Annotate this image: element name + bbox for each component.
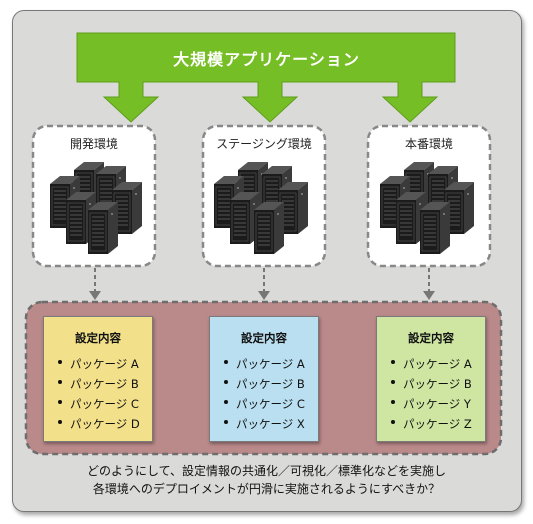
package-item: パッケージ B xyxy=(391,374,485,394)
connector-arrows xyxy=(94,268,430,292)
package-item: パッケージ A xyxy=(391,354,485,374)
package-item: パッケージ B xyxy=(58,374,152,394)
connector-arrowheads xyxy=(89,291,435,300)
config-card-dev: 設定内容 パッケージ A パッケージ B パッケージ C パッケージ D xyxy=(43,316,153,442)
config-card-staging: 設定内容 パッケージ A パッケージ B パッケージ C パッケージ X xyxy=(209,316,319,442)
package-item: パッケージ X xyxy=(224,414,318,434)
question-line-1: どのようにして、設定情報の共通化／可視化／標準化などを実施し xyxy=(86,464,447,478)
env-label-staging: ステージング環境 xyxy=(216,137,312,151)
question-text: どのようにして、設定情報の共通化／可視化／標準化などを実施し 各環境へのデプロイ… xyxy=(0,462,533,498)
package-item: パッケージ Z xyxy=(391,414,485,434)
package-item: パッケージ C xyxy=(58,394,152,414)
green-arrow xyxy=(76,32,456,123)
config-card-title: 設定内容 xyxy=(75,331,121,345)
package-item: パッケージ Y xyxy=(391,394,485,414)
config-card-production: 設定内容 パッケージ A パッケージ B パッケージ Y パッケージ Z xyxy=(376,316,486,442)
package-item: パッケージ A xyxy=(224,354,318,374)
package-item: パッケージ D xyxy=(58,414,152,434)
package-item: パッケージ A xyxy=(58,354,152,374)
app-title: 大規模アプリケーション xyxy=(173,50,360,69)
config-card-title: 設定内容 xyxy=(241,331,287,345)
question-line-2: 各環境へのデプロイメントが円滑に実施されるようにすべきか？ xyxy=(92,482,441,496)
env-label-production: 本番環境 xyxy=(404,137,453,151)
config-card-title: 設定内容 xyxy=(408,331,454,345)
package-item: パッケージ C xyxy=(224,394,318,414)
env-label-dev: 開発環境 xyxy=(69,137,118,151)
package-item: パッケージ B xyxy=(224,374,318,394)
